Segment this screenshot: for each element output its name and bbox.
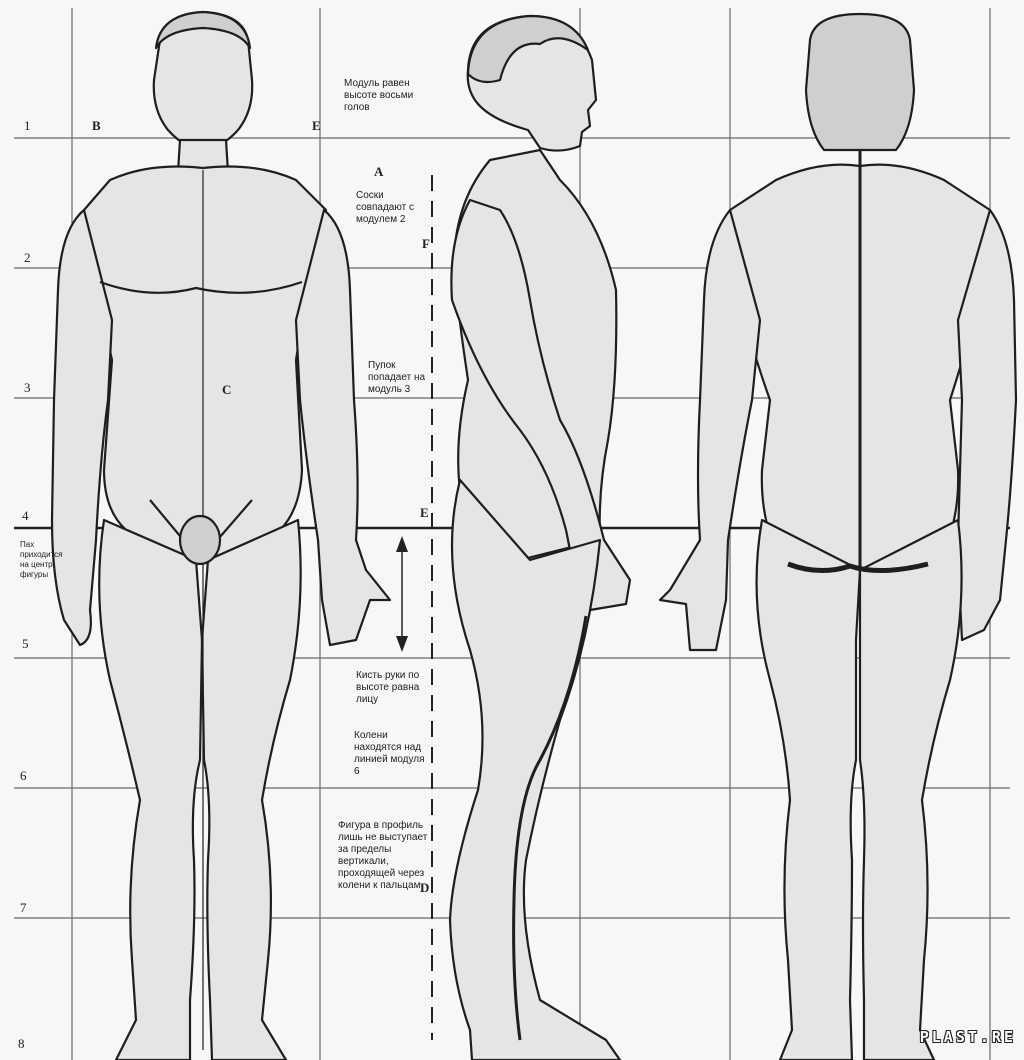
module-number-6: 6 xyxy=(20,768,27,784)
point-label-a: A xyxy=(374,164,383,180)
point-label-f: F xyxy=(422,236,430,252)
module-number-7: 7 xyxy=(20,900,27,916)
module-number-8: 8 xyxy=(18,1036,25,1052)
module-number-3: 3 xyxy=(24,380,31,396)
module-number-5: 5 xyxy=(22,636,29,652)
note-profile: Фигура в профиль лишь не выступает за пр… xyxy=(338,820,428,892)
module-number-1: 1 xyxy=(24,118,31,134)
note-groin: Пах приходится на центр фигуры xyxy=(20,540,70,580)
point-label-c: C xyxy=(222,382,231,398)
note-nipples: Соски совпадают с модулем 2 xyxy=(356,190,428,226)
point-label-b: B xyxy=(92,118,101,134)
module-number-4: 4 xyxy=(22,508,29,524)
point-label-e-top: E xyxy=(312,118,321,134)
note-knees: Колени находятся над линией модуля 6 xyxy=(354,730,426,778)
module-number-2: 2 xyxy=(24,250,31,266)
note-hand: Кисть руки по высоте равна лицу xyxy=(356,670,428,706)
watermark-logo: PLAST.RE xyxy=(920,1028,1016,1046)
note-navel: Пупок попадает на модуль 3 xyxy=(368,360,432,396)
note-module-height: Модуль равен высоте восьми голов xyxy=(344,78,426,114)
point-label-e-mid: E xyxy=(420,505,429,521)
